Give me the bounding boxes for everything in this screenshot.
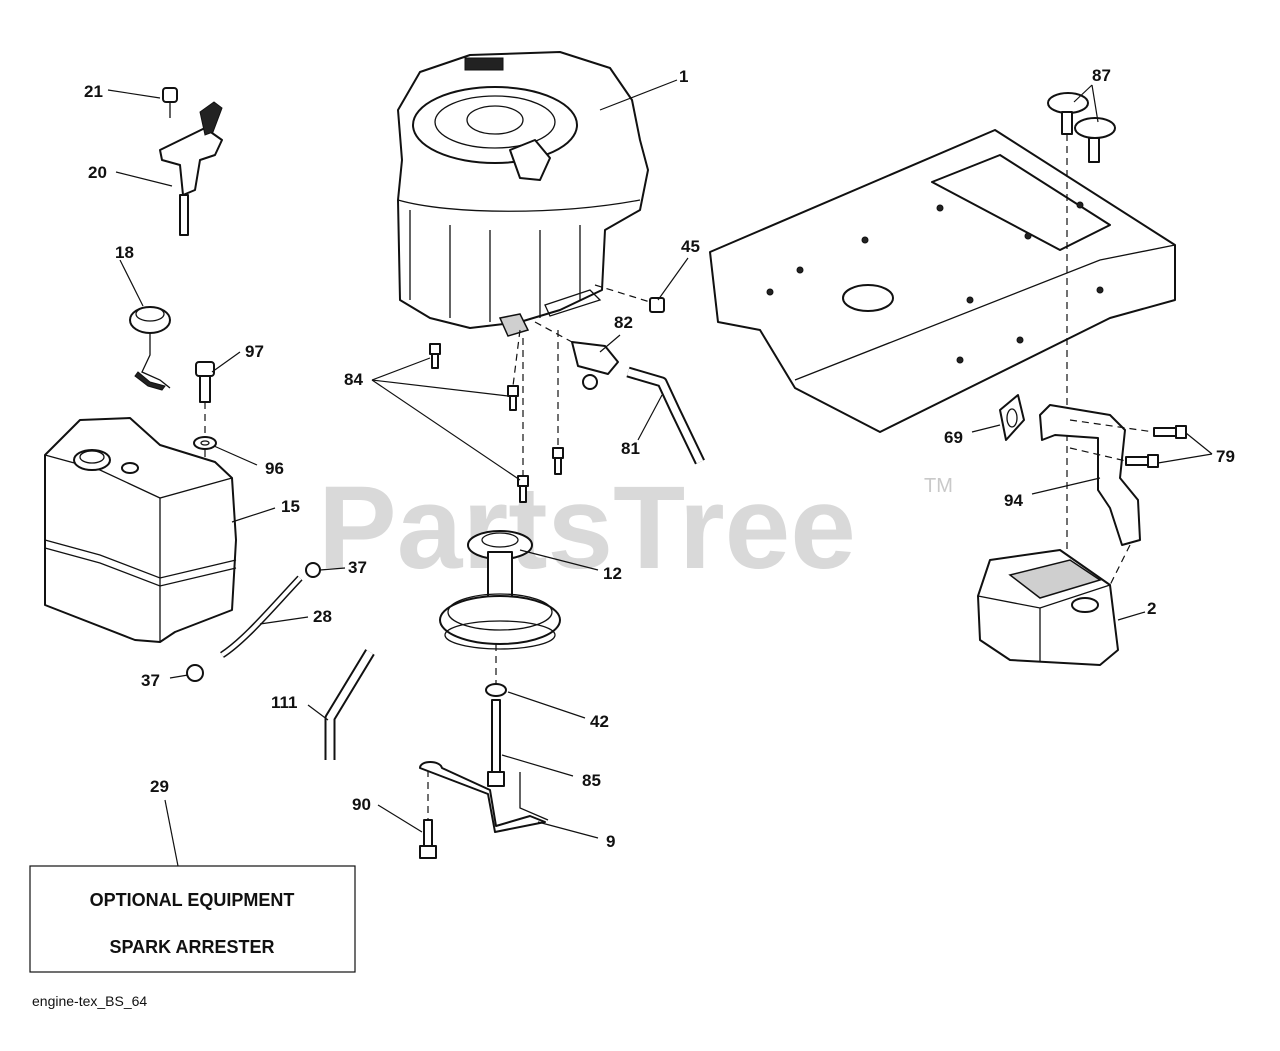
knob-87-part[interactable] [1047,92,1116,163]
chassis-plate-part[interactable] [709,129,1176,433]
callout-1: 1 [679,67,688,86]
diagram-reference-code: engine-tex_BS_64 [32,993,147,1009]
bolts-84-part[interactable] [429,343,564,503]
callout-15: 15 [281,497,300,516]
optional-equipment-box: OPTIONAL EQUIPMENT SPARK ARRESTER [29,865,356,973]
hose-clamp-37-lower-part[interactable] [186,664,204,682]
watermark-text: PartsTree [318,462,856,594]
callout-28: 28 [313,607,332,626]
fuel-cap-part[interactable] [129,306,171,391]
hose-111-part[interactable] [324,649,375,760]
exhaust-pipe-94-part[interactable] [1039,404,1141,546]
fuel-line-28-part[interactable] [220,575,303,658]
callout-79: 79 [1216,447,1235,466]
nut-45-part[interactable] [649,297,665,313]
optional-equipment-label: OPTIONAL EQUIPMENT [90,890,295,910]
callout-9: 9 [606,832,615,851]
washer-42-part[interactable] [485,683,507,697]
callout-90: 90 [352,795,371,814]
callout-2: 2 [1147,599,1156,618]
callout-94: 94 [1004,491,1023,510]
throttle-control-part[interactable] [159,87,223,236]
callout-29: 29 [150,777,169,796]
hose-81-part[interactable] [626,366,705,465]
callout-20: 20 [88,163,107,182]
callout-12: 12 [603,564,622,583]
pulley-12-part[interactable] [439,530,561,650]
callout-111: 111 [271,693,298,712]
watermark-trademark: TM [924,475,953,497]
callout-37-upper: 37 [348,558,367,577]
callout-97: 97 [245,342,264,361]
callout-37-lower: 37 [141,671,160,690]
callout-21: 21 [84,82,103,101]
bolt-90-part[interactable] [419,819,437,859]
callout-42: 42 [590,712,609,731]
callout-labels: 21 20 18 97 96 15 37 28 37 111 29 1 45 8… [84,66,1235,851]
bracket-9-part[interactable] [419,761,549,833]
hose-clamp-37-upper-part[interactable] [305,562,321,578]
bolt-97-part[interactable] [195,361,215,403]
gasket-69-part[interactable] [999,394,1025,441]
spark-arrester-label: SPARK ARRESTER [109,937,274,957]
callout-96: 96 [265,459,284,478]
callout-85: 85 [582,771,601,790]
bolts-79-part[interactable] [1125,425,1187,468]
bolt-85-part[interactable] [487,699,505,787]
engine-part[interactable] [397,51,649,337]
fuel-pump-82-part[interactable] [571,341,619,390]
callout-82: 82 [614,313,633,332]
leader-lines [107,79,1213,867]
fuel-tank-part[interactable] [44,417,237,643]
washer-96-part[interactable] [193,436,217,450]
callout-18: 18 [115,243,134,262]
callout-87: 87 [1092,66,1111,85]
muffler-2-part[interactable] [977,549,1119,666]
callout-84: 84 [344,370,363,389]
watermark: PartsTree TM [318,462,953,594]
callout-81: 81 [621,439,640,458]
callout-69: 69 [944,428,963,447]
callout-45: 45 [681,237,700,256]
